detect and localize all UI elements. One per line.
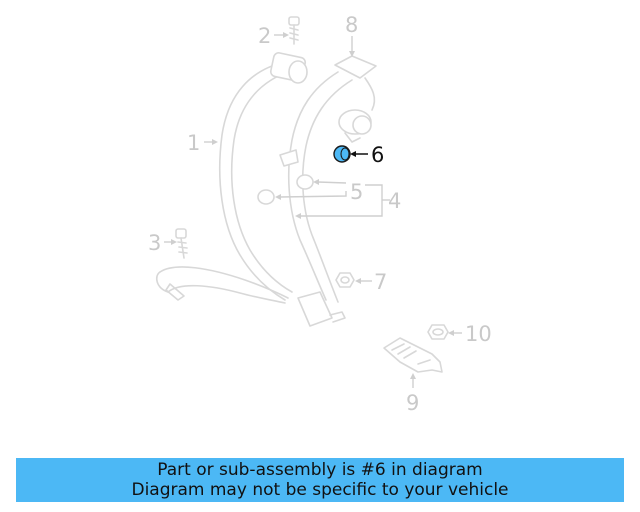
banner-line-disclaimer: Diagram may not be specific to your vehi… [131, 480, 509, 500]
part-9-anchor-bracket [383, 337, 443, 373]
callout-8: 8 [345, 13, 358, 37]
leader-lines [164, 32, 462, 388]
part-10-nut [427, 324, 449, 340]
callout-2: 2 [258, 24, 271, 48]
parts-diagram: 1 2 3 4 5 6 7 8 9 10 [148, 13, 492, 415]
part-5-cap [257, 174, 314, 205]
callout-labels: 1 2 3 4 5 6 7 8 9 10 [148, 13, 492, 415]
callout-9: 9 [406, 391, 419, 415]
callout-1: 1 [187, 131, 200, 155]
part-6-cap-highlighted [333, 145, 351, 163]
part-8-belt-retractor [279, 55, 377, 327]
part-2-bolt [288, 16, 300, 45]
banner-line-part: Part or sub-assembly is #6 in diagram [157, 460, 483, 480]
part-7-nut [335, 272, 355, 288]
callout-4: 4 [388, 189, 401, 213]
info-banner: Part or sub-assembly is #6 in diagram Di… [16, 458, 624, 502]
callout-10: 10 [465, 322, 492, 346]
callout-3: 3 [148, 231, 161, 255]
callout-6: 6 [371, 143, 384, 167]
callout-7: 7 [374, 270, 387, 294]
part-1-seat-belt [155, 52, 308, 304]
part-3-bolt [175, 228, 188, 259]
callout-5: 5 [350, 180, 363, 204]
